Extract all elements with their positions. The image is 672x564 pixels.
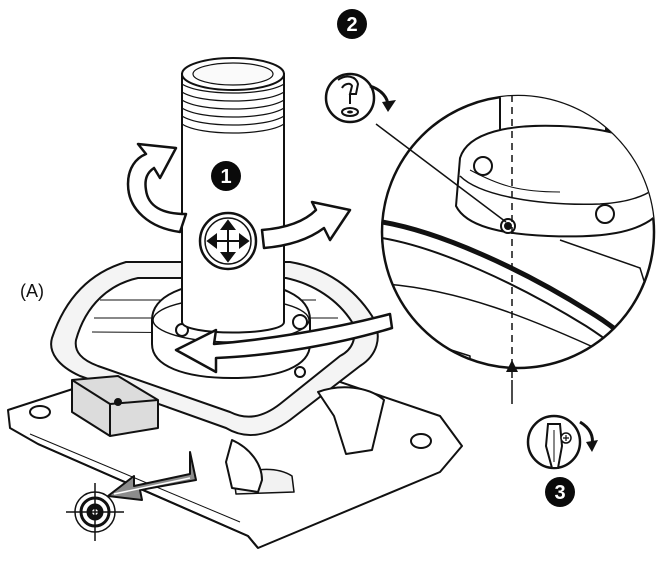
step-2-number: 2 <box>346 14 357 36</box>
rotate-arrow-right <box>260 200 352 250</box>
detail-magnifier <box>380 94 656 404</box>
slide-arrow <box>174 312 394 374</box>
extension-pipe <box>181 57 285 334</box>
step-1-badge: 1 <box>211 161 241 191</box>
step-1-number: 1 <box>220 166 231 188</box>
rotate-arrow-left <box>126 142 188 234</box>
step-3-number: 3 <box>554 482 565 504</box>
step-3-badge: 3 <box>545 477 575 507</box>
part-label: (A) <box>20 281 44 301</box>
hex-key-rotate-icon <box>324 72 396 124</box>
step-2-badge: 2 <box>337 9 367 39</box>
leader-line <box>375 123 507 223</box>
crosshair-target-icon <box>66 483 124 541</box>
screwdriver-rotate-icon <box>526 414 598 470</box>
four-way-move-icon <box>198 211 258 271</box>
